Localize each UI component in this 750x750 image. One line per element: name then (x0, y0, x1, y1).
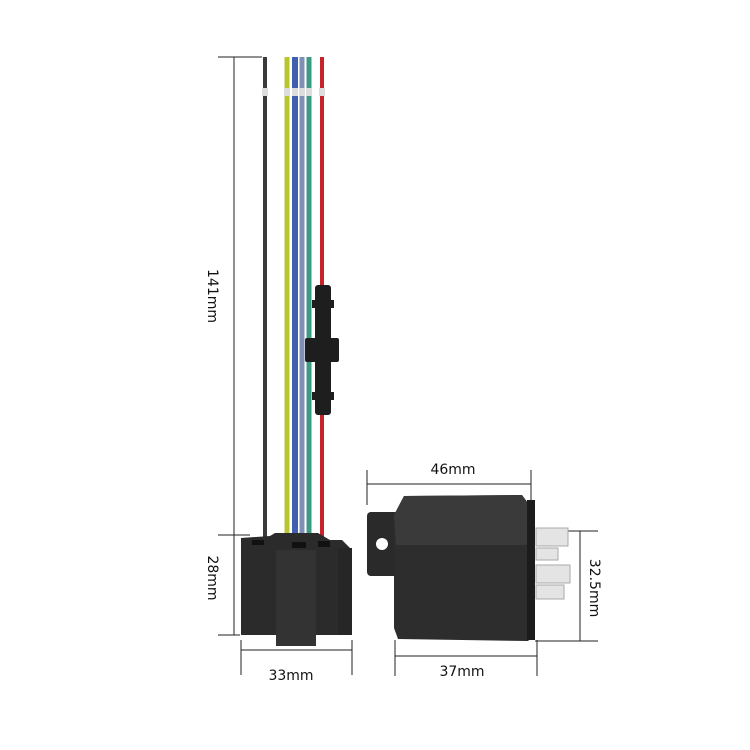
label-37mm: 37mm (439, 664, 484, 680)
automotive-relay (367, 495, 571, 641)
inline-fuse-holder (305, 285, 339, 415)
label-141mm: 141mm (204, 269, 220, 323)
relay-socket (241, 533, 352, 646)
label-32-5mm: 32.5mm (586, 559, 602, 617)
dimension-lines (218, 56, 598, 676)
relay-terminals (535, 527, 571, 600)
mounting-hole (376, 538, 388, 550)
label-28mm: 28mm (204, 555, 220, 600)
label-33mm: 33mm (268, 668, 313, 684)
label-46mm: 46mm (430, 462, 475, 478)
